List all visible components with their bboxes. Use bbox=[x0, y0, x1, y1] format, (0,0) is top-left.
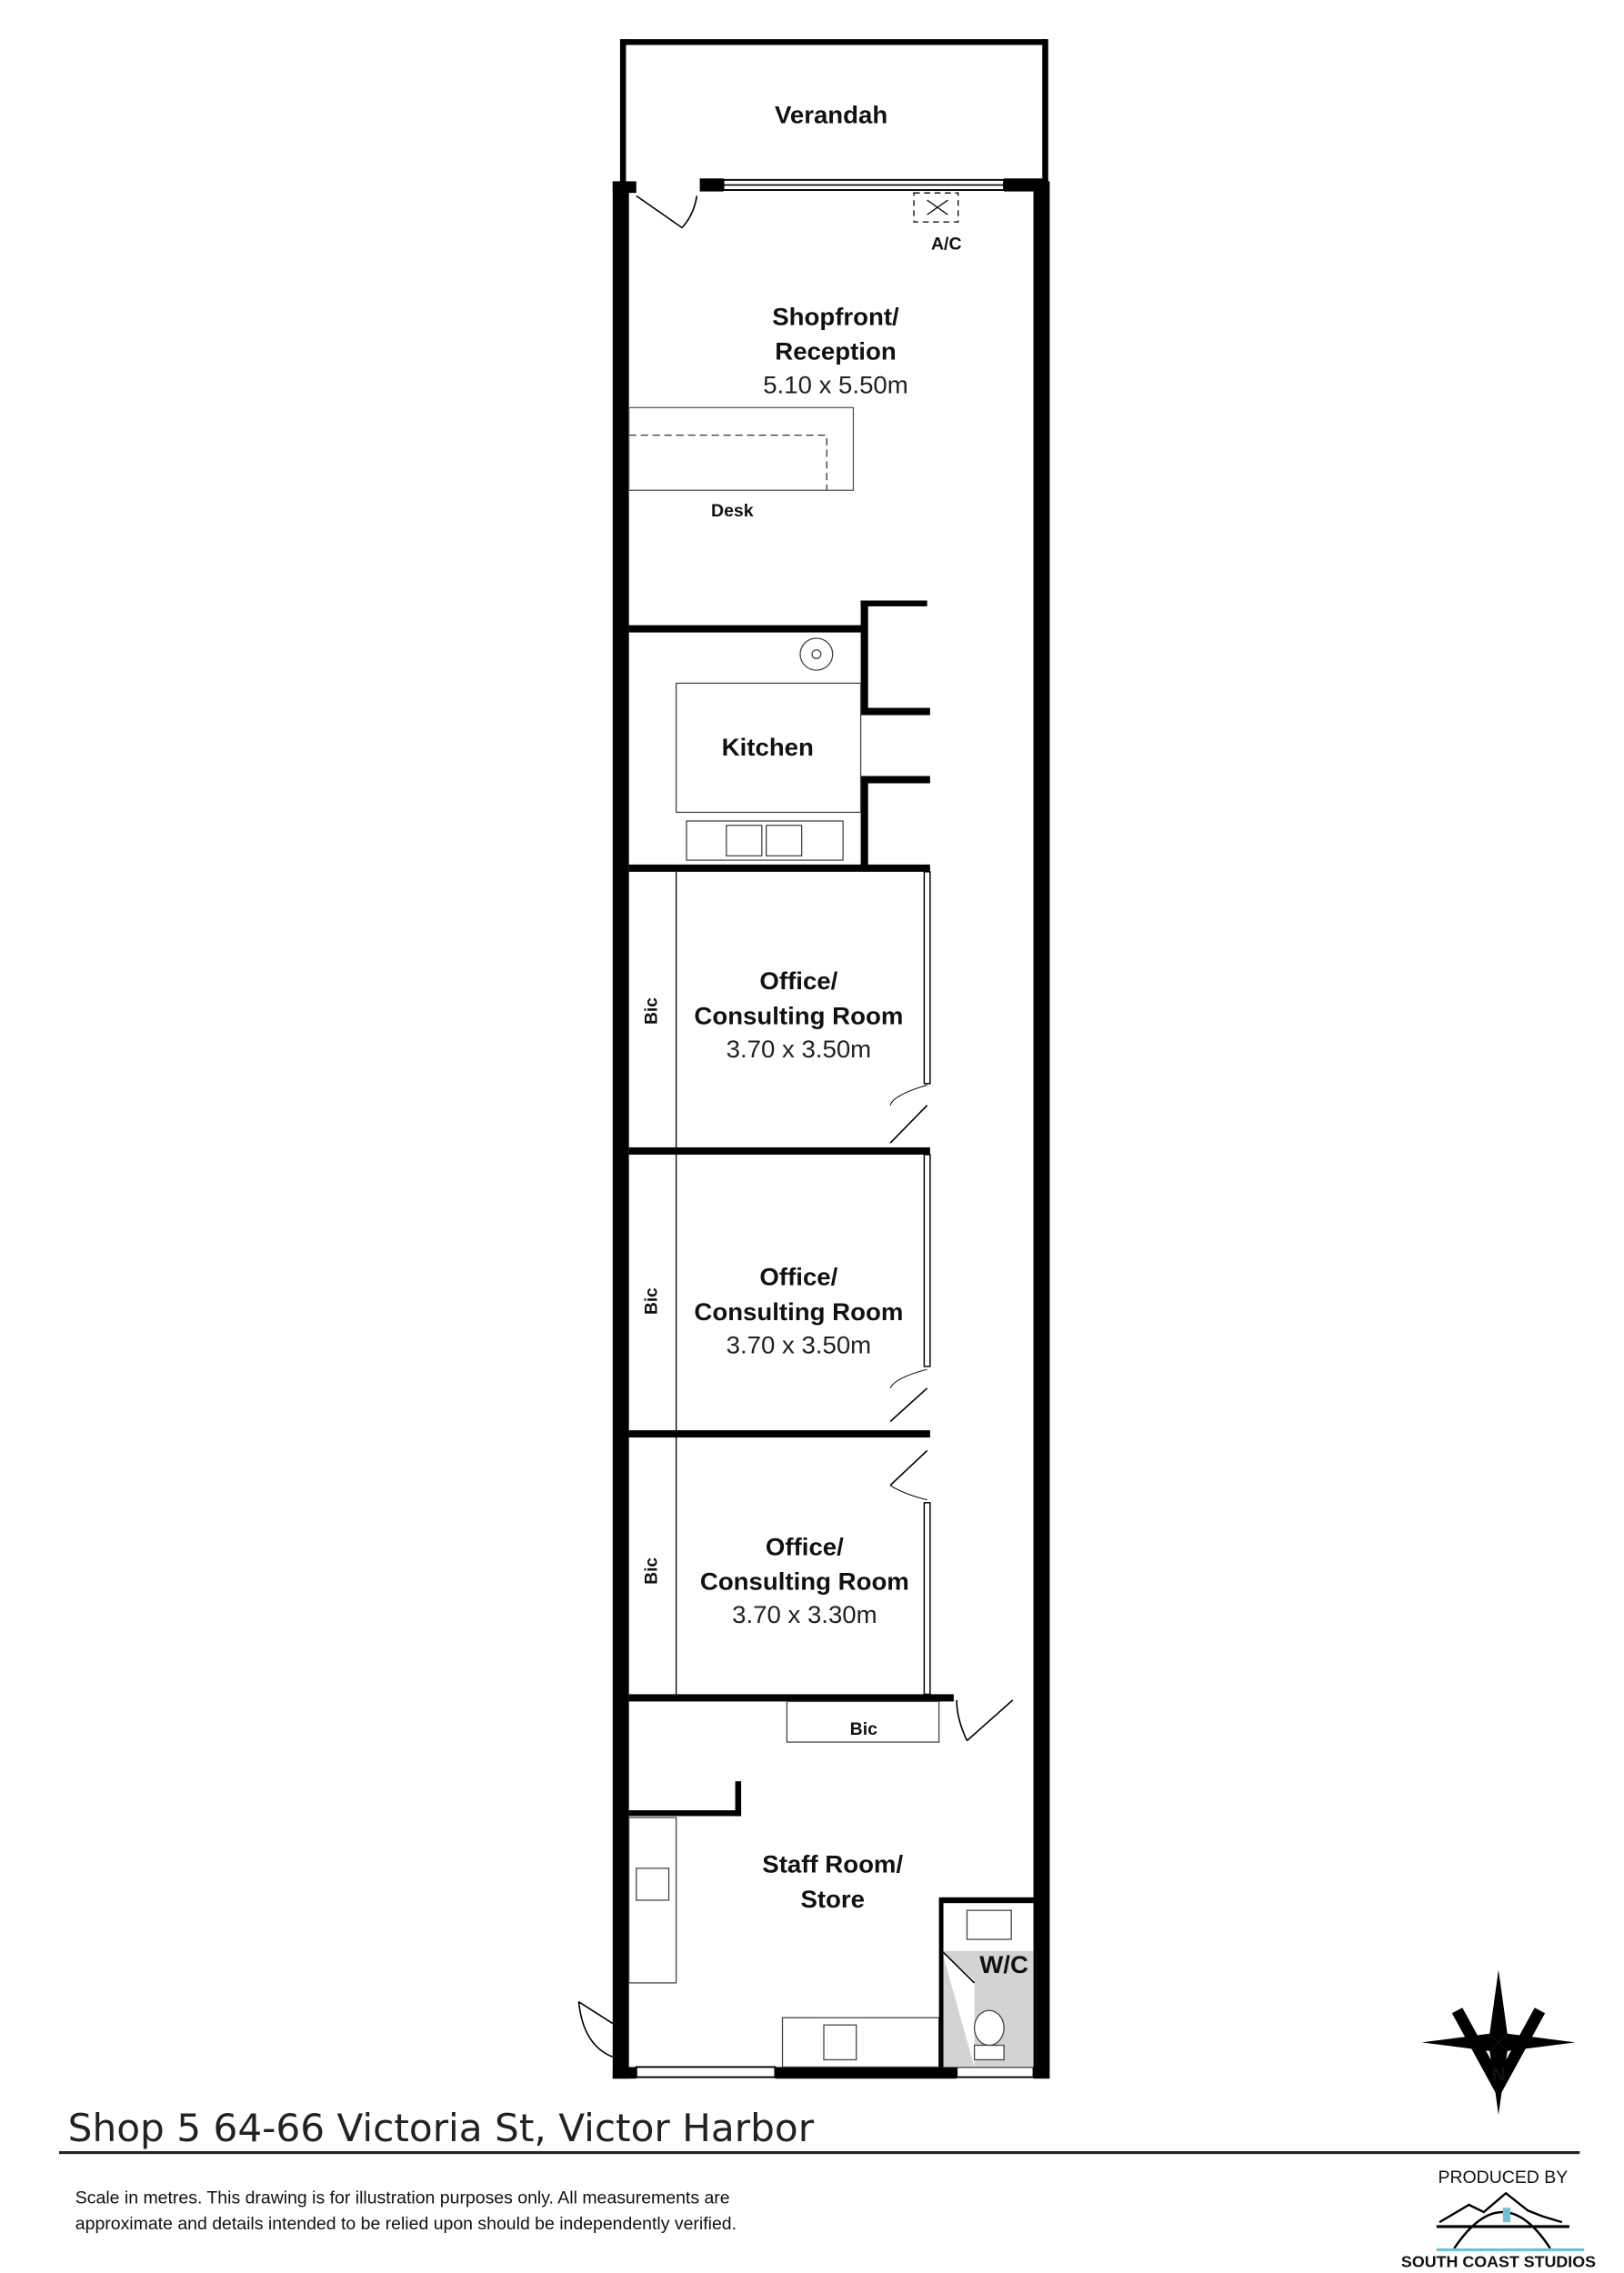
shopfront-dimensions: 5.10 x 5.50m bbox=[763, 371, 908, 399]
disclaimer-line-2: approximate and details intended to be r… bbox=[75, 2215, 737, 2234]
disclaimer-line-1: Scale in metres. This drawing is for ill… bbox=[75, 2189, 730, 2208]
bic-label: Bic bbox=[642, 1287, 661, 1315]
kitchen-bench bbox=[675, 637, 862, 861]
brand-name: SOUTH COAST STUDIOS bbox=[1401, 2253, 1596, 2271]
wc-label: W/C bbox=[979, 1950, 1028, 1978]
office-1: Office/ Consulting Room 3.70 x 3.50m Bic bbox=[642, 966, 903, 1063]
staff-room-label: Staff Room/ bbox=[762, 1850, 903, 1878]
desk: Desk bbox=[628, 406, 855, 521]
wc: W/C bbox=[938, 1897, 1048, 2068]
office-3-dimensions: 3.70 x 3.30m bbox=[732, 1600, 877, 1628]
office-2-label: Office/ bbox=[759, 1263, 837, 1291]
bic-label: Bic bbox=[850, 1720, 878, 1739]
office-3-label-2: Consulting Room bbox=[700, 1567, 909, 1596]
kitchen-label: Kitchen bbox=[722, 733, 814, 761]
ac-unit: A/C bbox=[913, 192, 962, 255]
office-3: Office/ Consulting Room 3.70 x 3.30m Bic bbox=[642, 1532, 908, 1628]
ac-label: A/C bbox=[931, 235, 962, 255]
office-1-dimensions: 3.70 x 3.50m bbox=[727, 1035, 872, 1063]
front-window bbox=[722, 178, 1006, 191]
front-door bbox=[636, 195, 698, 229]
office-partitions bbox=[675, 871, 931, 1696]
shopfront-label-2: Reception bbox=[775, 337, 896, 365]
office-2: Office/ Consulting Room 3.70 x 3.50m Bic bbox=[642, 1263, 903, 1359]
bic-label: Bic bbox=[642, 1557, 661, 1585]
outer-walls bbox=[612, 178, 1050, 2079]
bic-label: Bic bbox=[642, 997, 661, 1025]
office-1-label: Office/ bbox=[759, 966, 837, 995]
brand-logo: SOUTH COAST STUDIOS bbox=[1401, 2191, 1596, 2271]
staff-room: Bic Staff Room/ Store bbox=[577, 1699, 1014, 2068]
shopfront-label: Shopfront/ bbox=[772, 303, 899, 331]
office-2-label-2: Consulting Room bbox=[694, 1297, 903, 1326]
produced-by-label: PRODUCED BY bbox=[1438, 2168, 1568, 2188]
verandah-label: Verandah bbox=[775, 101, 887, 129]
office-3-label: Office/ bbox=[766, 1532, 844, 1560]
compass-north-label: N bbox=[1491, 2064, 1505, 2085]
office-walls bbox=[628, 1147, 954, 1702]
office-1-label-2: Consulting Room bbox=[694, 1002, 903, 1030]
kitchen-walls bbox=[628, 600, 930, 872]
staff-room-label-2: Store bbox=[800, 1885, 865, 1913]
desk-label: Desk bbox=[711, 502, 754, 521]
compass-icon: N bbox=[1421, 1969, 1576, 2116]
property-address: Shop 5 64-66 Victoria St, Victor Harbor bbox=[68, 2106, 815, 2150]
footer-rule bbox=[58, 2150, 1580, 2155]
verandah: Verandah bbox=[619, 39, 1048, 185]
office-2-dimensions: 3.70 x 3.50m bbox=[727, 1331, 872, 1359]
